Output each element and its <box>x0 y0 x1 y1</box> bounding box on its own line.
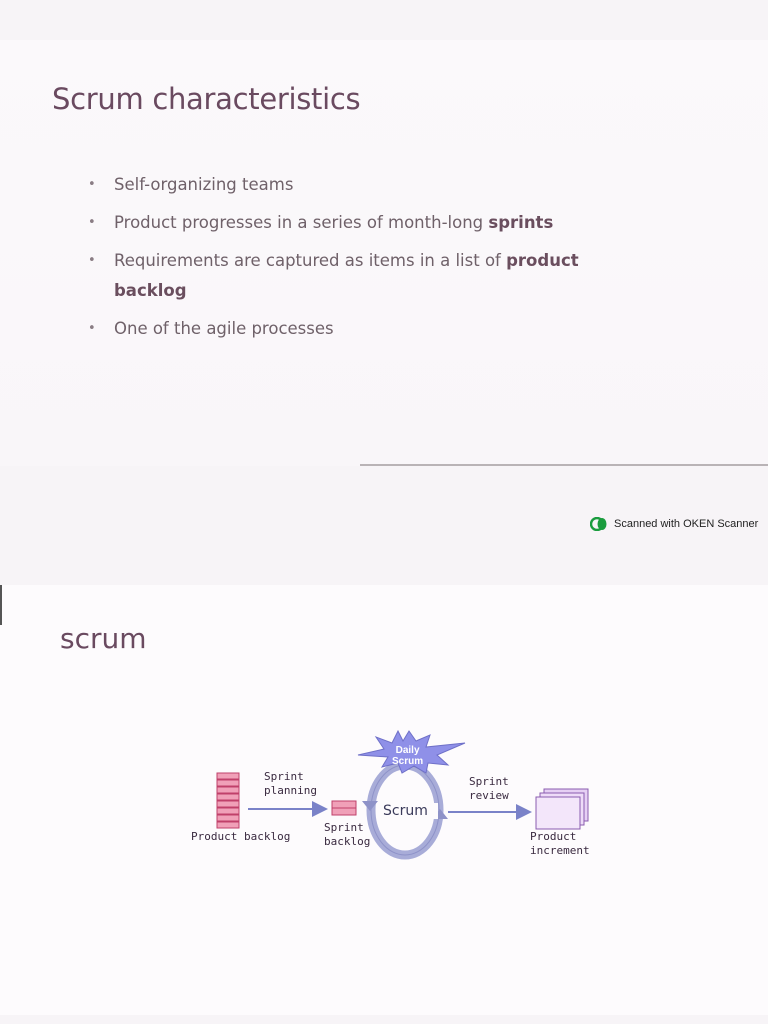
scrum-diagram-graphics <box>216 729 589 860</box>
bullet-icon: • <box>88 215 96 230</box>
oken-scanner-logo-icon <box>590 517 607 531</box>
sprint-review-label: Sprint review <box>469 775 509 802</box>
bullet-item: •Product progresses in a series of month… <box>86 208 646 238</box>
slide-1 <box>0 40 768 466</box>
product-increment-label: Product increment <box>530 830 590 857</box>
scanner-watermark: Scanned with OKEN Scanner <box>590 517 758 531</box>
daily-scrum-starburst-icon <box>357 729 466 774</box>
bullet-list: •Self-organizing teams •Product progress… <box>86 170 646 352</box>
bullet-icon: • <box>88 321 96 336</box>
scanner-watermark-text: Scanned with OKEN Scanner <box>614 518 759 530</box>
bullet-icon: • <box>88 253 96 268</box>
daily-scrum-label: Daily Scrum <box>392 745 424 767</box>
bullet-icon: • <box>88 177 96 192</box>
slide-divider <box>360 464 768 466</box>
bullet-item: •Self-organizing teams <box>86 170 646 200</box>
slide-2-title: scrum <box>60 622 147 655</box>
product-backlog-stack <box>216 772 240 829</box>
product-increment-icon <box>535 788 589 830</box>
bullet-item: •One of the agile processes <box>86 314 646 344</box>
bullet-item: •Requirements are captured as items in a… <box>86 246 646 306</box>
slide-2 <box>0 585 768 1015</box>
scrum-label: Scrum <box>383 803 428 819</box>
scrum-diagram: Product backlog Sprint planning Sprint b… <box>180 725 610 875</box>
sprint-backlog-stack <box>331 800 357 816</box>
slide-1-title: Scrum characteristics <box>52 82 361 116</box>
product-backlog-label: Product backlog <box>191 830 291 843</box>
sprint-backlog-label: Sprint backlog <box>324 821 371 848</box>
slide-edge <box>0 585 2 625</box>
sprint-planning-label: Sprint planning <box>264 770 317 797</box>
